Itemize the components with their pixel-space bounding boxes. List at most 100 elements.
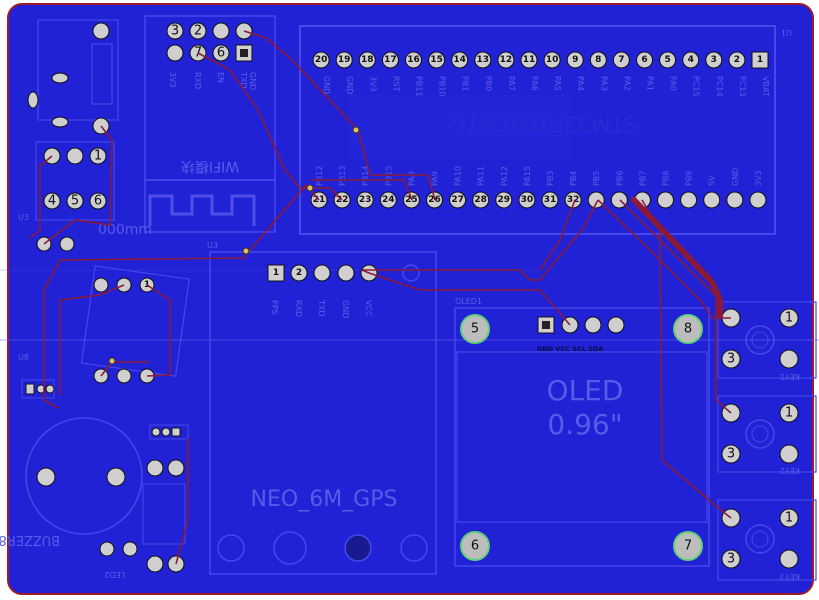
svg-text:8: 8 [684,322,692,337]
key2-pad-1 [779,403,799,423]
stm32-top-pin-number: 16 [407,55,420,65]
stm32-top-pin-name: PB1 [461,76,470,91]
svg-text:GND: GND [248,72,257,90]
key3-pad-3 [721,549,741,569]
wide-trace [629,195,723,318]
stm32-top-pad-12 [497,51,515,69]
stm32-top-pin-number: 4 [688,55,694,65]
buzzer-outline [25,417,143,535]
stm32-bottom-pad-29 [495,191,513,209]
stm32-bottom-pad-30 [518,191,536,209]
stm32-top-pin-name: PC13 [738,76,747,97]
stm32-top-pad-14 [451,51,469,69]
stm32-bottom-pad-33 [587,191,605,209]
stm32-bottom-pin-number: 31 [544,195,557,205]
wifi-pad-3 [166,22,184,40]
svg-text:5: 5 [71,194,79,209]
stm32-bottom-pin-number: 23 [359,195,372,205]
stm32-top-pin-name: PB10 [438,76,447,97]
oled-pad-scl [584,316,602,334]
left-pad-4 [43,192,61,210]
oled-ref: OLED1 [455,297,482,306]
stm32-top-pad-8 [589,51,607,69]
stm32-top-pin-number: 12 [500,55,513,65]
wifi-title: WIFI模块 [181,158,239,174]
key2-pad-d [779,444,799,464]
stm32-bottom-pin-number: 28 [474,195,487,205]
svg-text:7: 7 [684,539,692,554]
stm32-top-pad-6 [636,51,653,69]
svg-text:6: 6 [217,46,225,61]
buzzer-label: BUZZER8 [0,532,60,547]
oled-mount-6 [460,531,490,561]
svg-text:TXD: TXD [239,71,248,89]
svg-text:3V3: 3V3 [168,72,177,88]
stm32-top-pin-number: 17 [384,55,397,65]
left-pad-1 [89,147,107,165]
oled-mount-5 [460,314,490,344]
stm32-bottom-pin-name: PA9 [431,171,440,186]
stm32-top-header: 1VBAT2PC133PC144PC155PA06PA17PA28PA39PA4… [312,51,770,97]
stm32-top-pin-number: 1 [757,55,763,65]
stm32-bottom-pin-number: 27 [451,195,464,205]
stm32-top-pin-name: PB11 [415,76,424,97]
svg-text:5: 5 [471,322,479,337]
svg-text:1: 1 [273,268,279,278]
svg-text:1: 1 [785,311,793,326]
stm32-top-pin-number: 13 [477,55,490,65]
svg-text:3: 3 [727,552,735,567]
stm32-bottom-pad-40 [749,191,767,209]
stm32-bottom-pin-name: PB6 [615,171,624,186]
stm32-bottom-pin-name: PA10 [454,166,463,186]
stm32-top-pad-9 [566,51,584,69]
led-label: LED2 [104,570,125,579]
stm32-top-pin-name: PA5 [553,76,562,91]
stm32-top-pad-17 [381,51,399,69]
svg-text:RXD: RXD [193,72,202,89]
stm32-bottom-pin-name: GND [731,168,740,186]
stm32-top-pin-number: 11 [523,55,536,65]
stm32-top-pin-number: 18 [361,55,374,65]
gps-pad-2 [290,264,308,282]
stm32-ref: U1 [781,28,792,37]
stm32-top-pad-4 [682,51,700,69]
stm32-top-pin-number: 6 [641,55,647,65]
wifi-pad-t3 [212,22,230,40]
stm32-bottom-pin-name: PB7 [638,171,647,186]
stm32-top-pin-name: PA0 [669,76,678,91]
key2-pad-3 [721,444,741,464]
buzzer-pad-b [106,467,126,487]
key1-pad-d [779,349,799,369]
left-pad-6 [89,192,107,210]
stm32-module: U1 STM32F103C8T6 [299,25,792,235]
stm32-top-pin-number: 19 [338,55,351,65]
buzzer-pad-a [36,467,56,487]
gps-pad-3 [313,264,331,282]
stm32-bottom-pin-name: PA15 [523,166,532,186]
stm32-bottom-pad-32 [564,191,582,209]
left-components: 1 4 5 6 U3 000mm 1 U8 BUZZER8 [0,19,190,579]
stm32-part-label: STM32F103C8T6 [452,110,638,135]
key1-pad-1 [779,308,799,328]
stm32-bottom-pin-number: 30 [521,195,534,205]
svg-text:1: 1 [785,406,793,421]
key1: 1 3 KEY1 [717,301,817,381]
stm32-top-pin-name: PB0 [484,76,493,91]
stm32-top-pin-number: 14 [453,55,466,65]
key3-pad-1 [779,508,799,528]
stm32-bottom-pin-name: PB8 [662,171,671,186]
stm32-bottom-pin-name: PB12 [315,166,324,187]
left-pad-top [92,22,110,40]
svg-text:KEY2: KEY2 [780,466,800,475]
stm32-top-pin-name: PA3 [599,76,608,91]
stm32-top-pad-20 [312,51,330,69]
svg-text:U8: U8 [18,353,29,362]
left-pad-5 [66,192,84,210]
key2: 1 3 KEY2 [717,395,817,475]
stm32-top-pin-number: 8 [595,55,601,65]
stm32-bottom-pad-39 [726,191,744,209]
stm32-bottom-pin-number: 29 [498,195,511,205]
svg-text:6: 6 [94,194,102,209]
svg-text:2: 2 [296,268,302,278]
